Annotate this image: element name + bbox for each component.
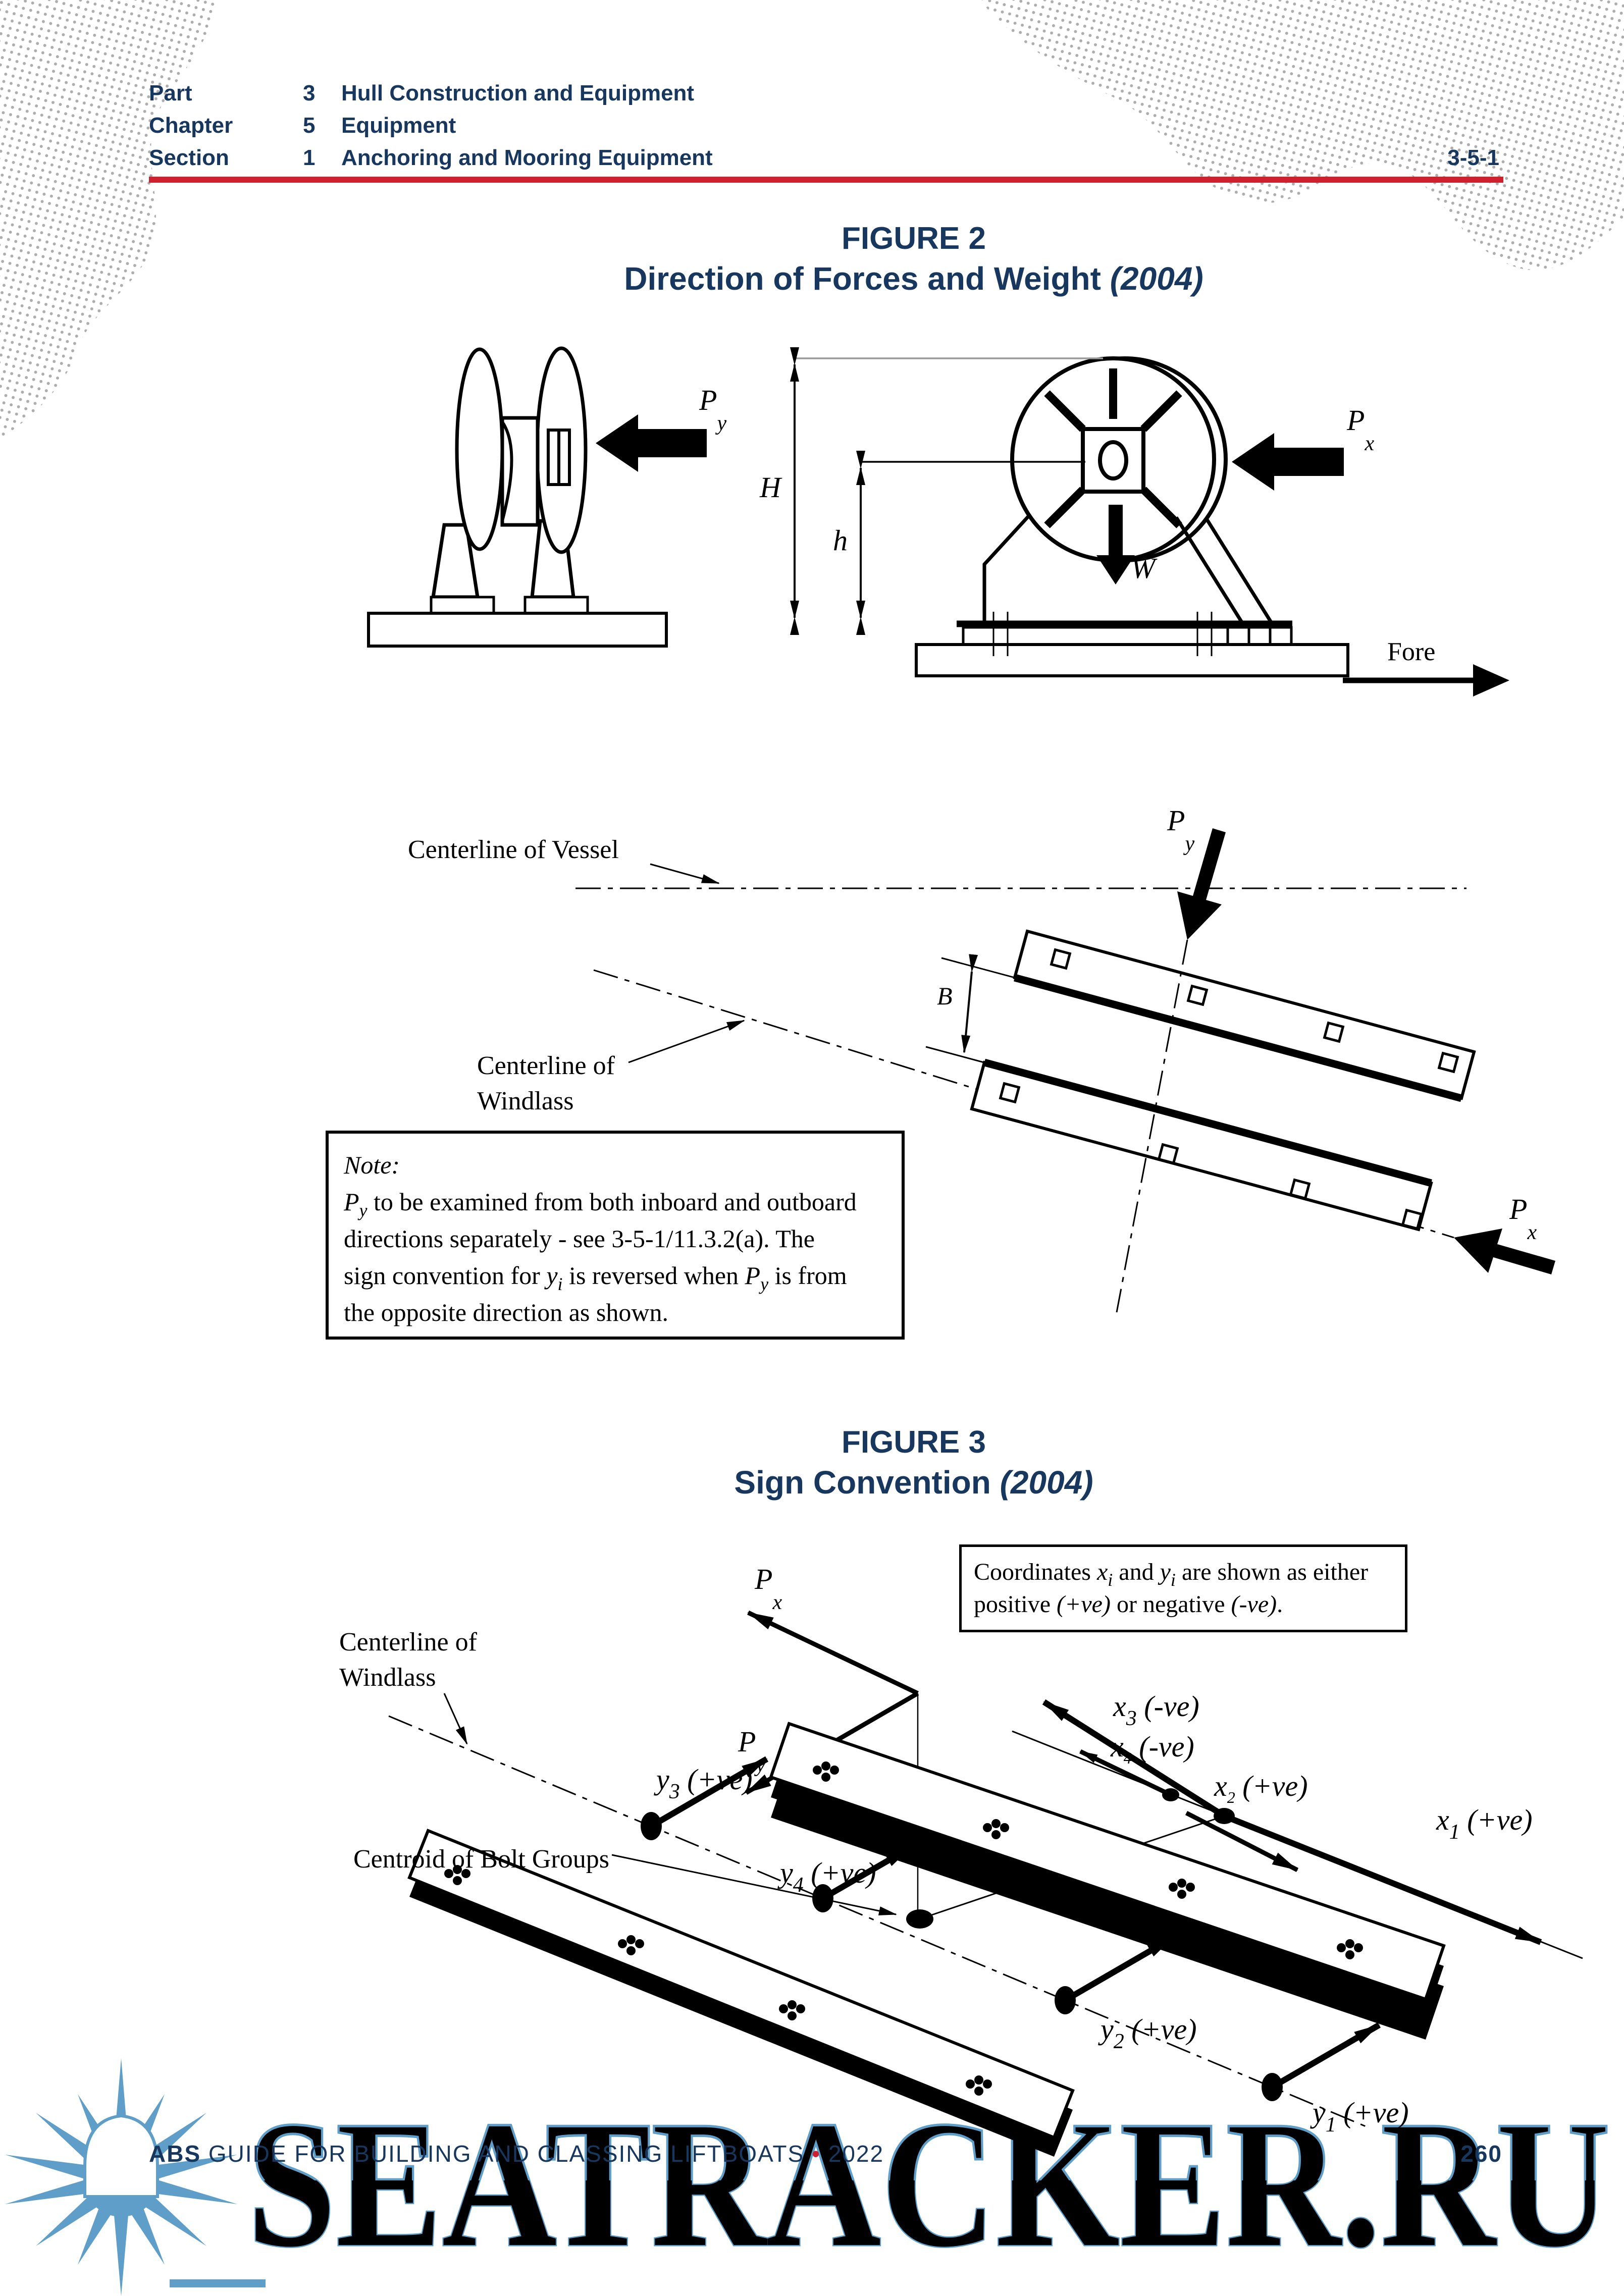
halftone-top-right xyxy=(979,0,1624,271)
figure3-subtitle-text: Sign Convention xyxy=(734,1464,1000,1501)
w-arrow xyxy=(1096,505,1135,584)
header-label: Section xyxy=(149,145,229,170)
fig3-px-label: Px xyxy=(754,1563,782,1614)
H-label: H xyxy=(759,471,782,504)
fig3-cl-label-2: Windlass xyxy=(339,1663,436,1692)
footer-page-number: 260 xyxy=(1460,2141,1502,2167)
cl-windlass-label-1: Centerline of xyxy=(477,1051,615,1080)
figure2-title: FIGURE 2 xyxy=(842,221,986,256)
py-arrow-side-view xyxy=(596,414,707,472)
footer-text: GUIDE FOR BUILDING AND CLASSING LIFTBOAT… xyxy=(208,2141,805,2167)
coordbox-line: positive (+ve) or negative (-ve). xyxy=(974,1591,1283,1618)
px-label-plan: Px xyxy=(1509,1193,1537,1244)
watermark-text-outline: SEATRACKER.RU xyxy=(247,2083,1610,2284)
note-line: directions separately - see 3-5-1/11.3.2… xyxy=(344,1224,815,1253)
header-number: 1 xyxy=(303,145,316,170)
header-number: 3 xyxy=(303,81,316,105)
figure3-subtitle: Sign Convention (2004) xyxy=(409,1464,1419,1501)
cl-vessel-label: Centerline of Vessel xyxy=(408,835,619,864)
note-line: Py to be examined from both inboard and … xyxy=(344,1188,857,1220)
fig2-dimensions xyxy=(790,347,1103,635)
h-label: h xyxy=(833,524,848,557)
footer: ABS GUIDE FOR BUILDING AND CLASSING LIFT… xyxy=(149,2140,884,2167)
px-arrow-front-view xyxy=(1232,433,1344,491)
y2-label: y2 (+ve) xyxy=(1098,2013,1197,2053)
y1-label: y1 (+ve) xyxy=(1310,2096,1409,2137)
figure2-subtitle: Direction of Forces and Weight (2004) xyxy=(409,260,1419,297)
figure3-title: FIGURE 3 xyxy=(842,1425,986,1460)
watermark: SEATRACKER.RU SEATRACKER.RU xyxy=(5,2058,1612,2296)
y3-label: y3 (+ve) xyxy=(654,1763,753,1803)
fig2-windlass-front-view xyxy=(915,356,1349,677)
figure2-subtitle-year: (2004) xyxy=(1110,260,1203,297)
fore-label: Fore xyxy=(1387,637,1435,666)
fig2-plan-diagram xyxy=(575,828,1555,1313)
x2-label: x2 (+ve) xyxy=(1214,1770,1308,1806)
header-title: Anchoring and Mooring Equipment xyxy=(341,145,713,170)
fig3-diagram xyxy=(388,1610,1583,2157)
footer-bullet: • xyxy=(811,2141,821,2167)
y4-label: y4 (+ve) xyxy=(777,1856,876,1897)
w-label: W xyxy=(1131,552,1158,584)
note-line: sign convention for yi is reversed when … xyxy=(344,1261,847,1294)
py-label-plan: Py xyxy=(1167,804,1194,856)
header-label: Part xyxy=(149,81,192,105)
note-title: Note: xyxy=(344,1151,400,1179)
note-line: the opposite direction as shown. xyxy=(344,1298,668,1326)
x1-label: x1 (+ve) xyxy=(1436,1803,1533,1844)
fig3-cl-label-1: Centerline of xyxy=(339,1628,478,1657)
halftone-top-left xyxy=(0,0,217,439)
header-title: Equipment xyxy=(341,113,456,138)
coordbox-line: Coordinates xi and yi are shown as eithe… xyxy=(974,1559,1369,1590)
centroid-label: Centroid of Bolt Groups xyxy=(353,1845,609,1874)
fig3-py-label: Py xyxy=(738,1725,765,1777)
footer-year: 2022 xyxy=(828,2141,884,2167)
b-label: B xyxy=(937,982,953,1010)
footer-brand: ABS xyxy=(149,2141,201,2167)
fore-arrow xyxy=(1343,664,1509,697)
header-rule xyxy=(149,177,1503,183)
px-label-front: Px xyxy=(1346,404,1374,455)
figure2-subtitle-text: Direction of Forces and Weight xyxy=(624,260,1110,297)
header-page-ref: 3-5-1 xyxy=(1447,145,1499,170)
fig2-windlass-side-view xyxy=(367,346,668,648)
cl-windlass-label-2: Windlass xyxy=(477,1087,573,1115)
figure3-subtitle-year: (2004) xyxy=(1000,1464,1093,1501)
note-box: Note: Py to be examined from both inboar… xyxy=(326,1131,905,1340)
header-number: 5 xyxy=(303,113,316,138)
coordinates-box: Coordinates xi and yi are shown as eithe… xyxy=(959,1544,1407,1632)
x4-label: x4 (-ve) xyxy=(1110,1730,1194,1767)
seatracker-sun-logo xyxy=(5,2058,266,2296)
bolt-clusters xyxy=(444,1761,1363,2096)
py-label-side: Py xyxy=(699,384,726,435)
header-title: Hull Construction and Equipment xyxy=(341,81,695,105)
x3-label: x3 (-ve) xyxy=(1113,1690,1199,1730)
header-label: Chapter xyxy=(149,113,233,138)
watermark-text-solid: SEATRACKER.RU xyxy=(247,2083,1610,2284)
